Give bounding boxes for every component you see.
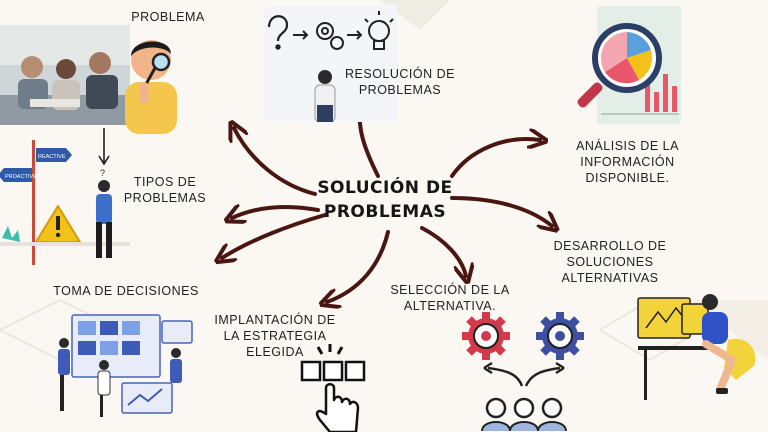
arrow-to-problema [234,128,317,196]
sign-reactive: REACTIVE [38,154,66,160]
arrow-to-analisis [450,139,540,178]
label-analisis: ANÁLISIS DE LA INFORMACIÓN DISPONIBLE. [576,139,679,185]
label-resolucion: RESOLUCIÓN DE PROBLEMAS [345,67,455,97]
hand-click-icon [300,344,366,432]
svg-text:?: ? [100,168,105,178]
gear-icon [536,312,584,360]
gear-icon [462,312,510,360]
lightbulb-icon [364,11,394,50]
gears-icon [316,22,344,50]
center-title: SOLUCIÓN DE PROBLEMAS [317,178,453,222]
arrow-to-seleccion [420,226,466,276]
arrow-to-implantacion [327,230,390,302]
resolution-card [265,5,397,122]
label-desarrollo: DESARROLLO DE SOLUCIONES ALTERNATIVAS [553,239,667,285]
label-problema: PROBLEMA [131,10,205,24]
arrow-to-desarrollo [450,196,552,226]
label-tipos: TIPOS DE PROBLEMAS [123,175,207,205]
down-arrow-icon [98,128,110,166]
team-photo-illustration [0,25,130,125]
team-photo [0,25,130,125]
label-seleccion: SELECCIÓN DE LA ALTERNATIVA. [390,283,510,313]
selection-illustration [462,312,584,431]
arrow-to-tipos [232,207,320,218]
sign-proactive: PROACTIVE [5,174,37,180]
person-at-desk-illustration [637,294,756,400]
team-board-illustration [58,314,193,417]
resolution-illustration [265,5,397,122]
magnifier-chart-icon [577,6,681,124]
signpost-illustration: REACTIVE PROACTIVE ? [0,140,130,265]
thinking-boy-icon [125,40,177,134]
question-icon [267,15,289,50]
label-toma: TOMA DE DECISIONES [53,284,199,298]
label-implantacion: IMPLANTACIÓN DE LA ESTRATEGIA ELEGIDA [214,313,336,359]
arrow-to-toma [222,213,327,258]
warning-icon [35,205,81,243]
